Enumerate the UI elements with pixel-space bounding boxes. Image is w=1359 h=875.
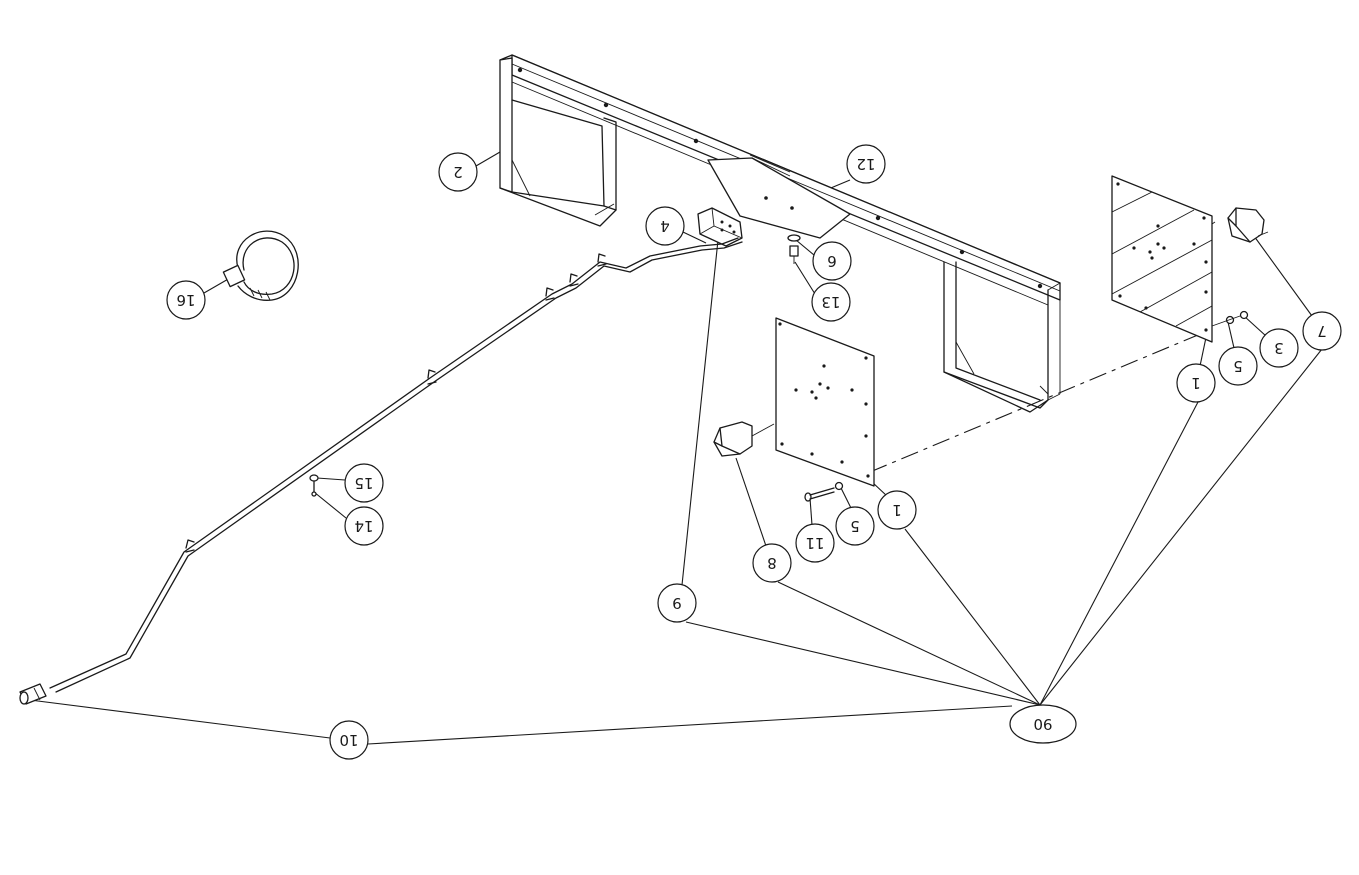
balloon-label: 1 xyxy=(1191,374,1201,392)
connector-housing xyxy=(697,207,743,247)
balloon-label: 6 xyxy=(827,252,837,270)
trailer-plug xyxy=(19,683,47,705)
rear-bumper-beam xyxy=(499,54,1061,413)
bolt-11 xyxy=(804,481,844,502)
balloon-1-right: 1 xyxy=(1176,363,1216,403)
cable-clip xyxy=(185,253,607,553)
balloon-label: 5 xyxy=(850,517,860,535)
balloon-label: 9 xyxy=(672,594,682,612)
tail-lamp-left xyxy=(713,421,775,457)
balloon-16: 16 xyxy=(166,280,206,320)
balloon-5-right: 5 xyxy=(1218,346,1258,386)
balloon-15: 15 xyxy=(344,463,384,503)
balloon-label: 13 xyxy=(821,293,840,311)
screw-14 xyxy=(309,474,319,497)
balloon-10: 10 xyxy=(329,720,369,760)
balloon-5: 5 xyxy=(835,506,875,546)
leader-lines xyxy=(29,151,1323,745)
balloon-label: 90 xyxy=(1033,715,1052,733)
balloon-label: 10 xyxy=(339,731,358,749)
balloon-8: 8 xyxy=(752,543,792,583)
balloon-label: 2 xyxy=(453,163,463,181)
balloon-6: 6 xyxy=(812,241,852,281)
balloon-7: 7 xyxy=(1302,311,1342,351)
balloon-4: 4 xyxy=(645,206,685,246)
balloon-label: 12 xyxy=(856,155,875,173)
tail-lamp-right xyxy=(1227,207,1269,243)
balloon-label: 7 xyxy=(1317,322,1327,340)
lamp-plate-left xyxy=(775,317,875,487)
balloon-label: 14 xyxy=(354,517,373,535)
bolt-13 xyxy=(787,234,801,264)
balloon-11: 11 xyxy=(795,523,835,563)
balloon-label: 8 xyxy=(767,554,777,572)
balloon-label: 5 xyxy=(1233,357,1243,375)
balloon-1: 1 xyxy=(877,490,917,530)
balloon-label: 1 xyxy=(892,501,902,519)
balloon-13: 13 xyxy=(811,282,851,322)
balloon-label: 11 xyxy=(805,534,824,552)
balloon-90: 90 xyxy=(1009,704,1077,744)
cable-harness xyxy=(19,237,743,705)
balloon-3: 3 xyxy=(1259,328,1299,368)
balloon-label: 3 xyxy=(1274,339,1284,357)
balloon-label: 16 xyxy=(176,291,195,309)
balloon-label: 4 xyxy=(660,217,670,235)
balloon-9: 9 xyxy=(657,583,697,623)
balloon-14: 14 xyxy=(344,506,384,546)
balloon-2: 2 xyxy=(438,152,478,192)
nut-3 xyxy=(1211,310,1249,327)
balloon-12: 12 xyxy=(846,144,886,184)
cable-tie xyxy=(222,230,299,301)
balloon-label: 15 xyxy=(354,474,373,492)
lamp-plate-right xyxy=(1111,175,1213,343)
